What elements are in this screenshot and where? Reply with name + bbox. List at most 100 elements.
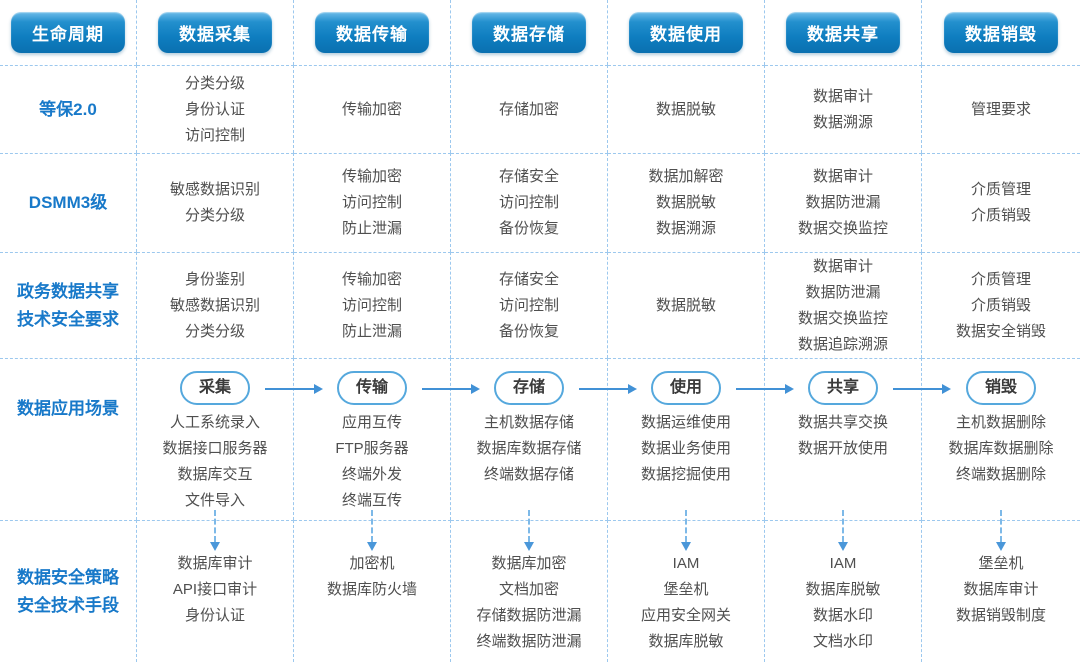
arrow-right-icon xyxy=(579,384,637,394)
text-line: 数据脱敏 xyxy=(655,100,716,118)
text-line: 数据溯源 xyxy=(812,113,873,131)
text-line: 数据审计 xyxy=(812,87,873,105)
text-line: 备份恢复 xyxy=(498,322,559,340)
matrix-cell-gov-storage: 存储安全访问控制备份恢复 xyxy=(451,252,608,358)
security-cell-destruction: 堡垒机数据库审计数据销毁制度 xyxy=(922,520,1080,662)
stage-pill-sharing: 共享 xyxy=(807,371,878,405)
matrix-cell-dengbao-transmission: 传输加密 xyxy=(294,65,451,153)
text-line: 身份认证 xyxy=(184,607,245,624)
text-line: 数据脱敏 xyxy=(655,194,716,211)
text-line: IAM xyxy=(829,555,857,572)
text-line: DSMM3级 xyxy=(28,193,108,212)
matrix-cell-dengbao-storage: 存储加密 xyxy=(451,65,608,153)
header-cell-storage: 数据存储 xyxy=(451,0,608,65)
text-line: 数据防泄漏 xyxy=(805,283,881,301)
text-line: 访问控制 xyxy=(341,296,402,314)
header-transmission-button: 数据传输 xyxy=(315,12,429,53)
text-line: 应用安全网关 xyxy=(640,607,731,624)
arrow-right-icon xyxy=(422,384,480,394)
matrix-cell-dsmm-collection: 敏感数据识别分类分级 xyxy=(137,153,294,252)
header-cell-destruction: 数据销毁 xyxy=(922,0,1080,65)
text-line: 堡垒机 xyxy=(663,581,709,598)
matrix-cell-dsmm-storage: 存储安全访问控制备份恢复 xyxy=(451,153,608,252)
text-line: 文档水印 xyxy=(812,633,873,650)
text-line: 分类分级 xyxy=(184,322,245,340)
text-line: 备份恢复 xyxy=(498,220,559,237)
matrix-cell-gov-destruction: 介质管理介质销毁数据安全销毁 xyxy=(922,252,1080,358)
text-line: 数据库审计 xyxy=(177,555,253,572)
text-line: 主机数据存储 xyxy=(483,414,574,431)
row-label-gov-data-sharing: 政务数据共享技术安全要求 xyxy=(0,252,137,358)
text-line: 身份鉴别 xyxy=(184,270,245,288)
matrix-cell-dengbao-collection: 分类分级身份认证访问控制 xyxy=(137,65,294,153)
header-cell-transmission: 数据传输 xyxy=(294,0,451,65)
text-line: 数据业务使用 xyxy=(640,440,731,457)
text-line: 加密机 xyxy=(349,555,395,572)
text-line: 堡垒机 xyxy=(978,555,1024,572)
text-line: 介质销毁 xyxy=(970,296,1031,314)
text-line: 数据共享交换 xyxy=(797,414,888,431)
text-line: 技术安全要求 xyxy=(17,309,119,329)
text-line: 防止泄漏 xyxy=(341,220,402,237)
text-line: 数据库数据存储 xyxy=(476,440,582,457)
matrix-cell-dsmm-destruction: 介质管理介质销毁 xyxy=(922,153,1080,252)
stage-pill-destruction: 销毁 xyxy=(965,371,1036,405)
text-line: 传输加密 xyxy=(341,100,402,118)
text-line: 文件导入 xyxy=(184,492,245,509)
arrow-down-icon xyxy=(367,510,377,551)
text-line: 数据接口服务器 xyxy=(162,440,268,457)
row-label-dsmm3: DSMM3级 xyxy=(0,153,137,252)
text-line: 终端数据存储 xyxy=(483,466,574,483)
text-line: 数据追踪溯源 xyxy=(797,335,888,353)
matrix-cell-dsmm-usage: 数据加解密数据脱敏数据溯源 xyxy=(608,153,765,252)
text-line: 等保2.0 xyxy=(39,99,97,119)
text-line: 数据开放使用 xyxy=(797,440,888,457)
scenario-cell-destruction: 销毁 主机数据删除数据库数据删除终端数据删除 xyxy=(922,358,1080,551)
scenario-cell-storage: 存储 主机数据存储数据库数据存储终端数据存储 xyxy=(451,358,637,551)
text-line: 数据水印 xyxy=(812,607,873,624)
matrix-cell-dengbao-sharing: 数据审计数据溯源 xyxy=(765,65,922,153)
header-sharing-button: 数据共享 xyxy=(786,12,900,53)
text-line: 数据库加密 xyxy=(491,555,567,572)
text-line: 数据库脱敏 xyxy=(648,633,724,650)
scenario-cell-usage: 使用 数据运维使用数据业务使用数据挖掘使用 xyxy=(608,358,794,551)
stage-pill-collection: 采集 xyxy=(179,371,250,405)
text-line: 数据销毁制度 xyxy=(955,607,1046,624)
text-line: 数据加解密 xyxy=(648,168,724,185)
matrix-cell-gov-transmission: 传输加密访问控制防止泄漏 xyxy=(294,252,451,358)
arrow-right-icon xyxy=(265,384,323,394)
row-label-application-scenarios: 数据应用场景 xyxy=(0,358,137,520)
text-line: 传输加密 xyxy=(341,270,402,288)
text-line: 分类分级 xyxy=(184,74,245,92)
text-line: 主机数据删除 xyxy=(955,414,1046,431)
text-line: 人工系统录入 xyxy=(169,414,260,431)
text-line: 政务数据共享 xyxy=(17,281,119,301)
text-line: 访问控制 xyxy=(341,194,402,211)
scenario-list: 主机数据存储数据库数据存储终端数据存储 xyxy=(476,410,581,488)
text-line: 访问控制 xyxy=(184,126,245,144)
text-line: 数据溯源 xyxy=(655,220,716,237)
text-line: 敏感数据识别 xyxy=(169,181,260,198)
text-line: API接口审计 xyxy=(172,581,258,598)
text-line: 数据库数据删除 xyxy=(948,440,1054,457)
matrix-cell-dsmm-transmission: 传输加密访问控制防止泄漏 xyxy=(294,153,451,252)
header-cell-collection: 数据采集 xyxy=(137,0,294,65)
text-line: 敏感数据识别 xyxy=(169,296,260,314)
arrow-down-icon xyxy=(524,510,534,551)
text-line: 数据库审计 xyxy=(963,581,1039,598)
matrix-cell-dsmm-sharing: 数据审计数据防泄漏数据交换监控 xyxy=(765,153,922,252)
scenario-list: 数据共享交换数据开放使用 xyxy=(798,410,888,462)
header-lifecycle-button: 生命周期 xyxy=(11,12,125,53)
text-line: 应用互传 xyxy=(341,414,402,431)
text-line: 数据挖掘使用 xyxy=(640,466,731,483)
header-destruction-button: 数据销毁 xyxy=(944,12,1058,53)
text-line: 数据交换监控 xyxy=(797,309,888,327)
text-line: 终端数据防泄漏 xyxy=(476,633,582,650)
stage-pill-usage: 使用 xyxy=(650,371,721,405)
text-line: 数据应用场景 xyxy=(17,399,119,418)
header-cell-sharing: 数据共享 xyxy=(765,0,922,65)
